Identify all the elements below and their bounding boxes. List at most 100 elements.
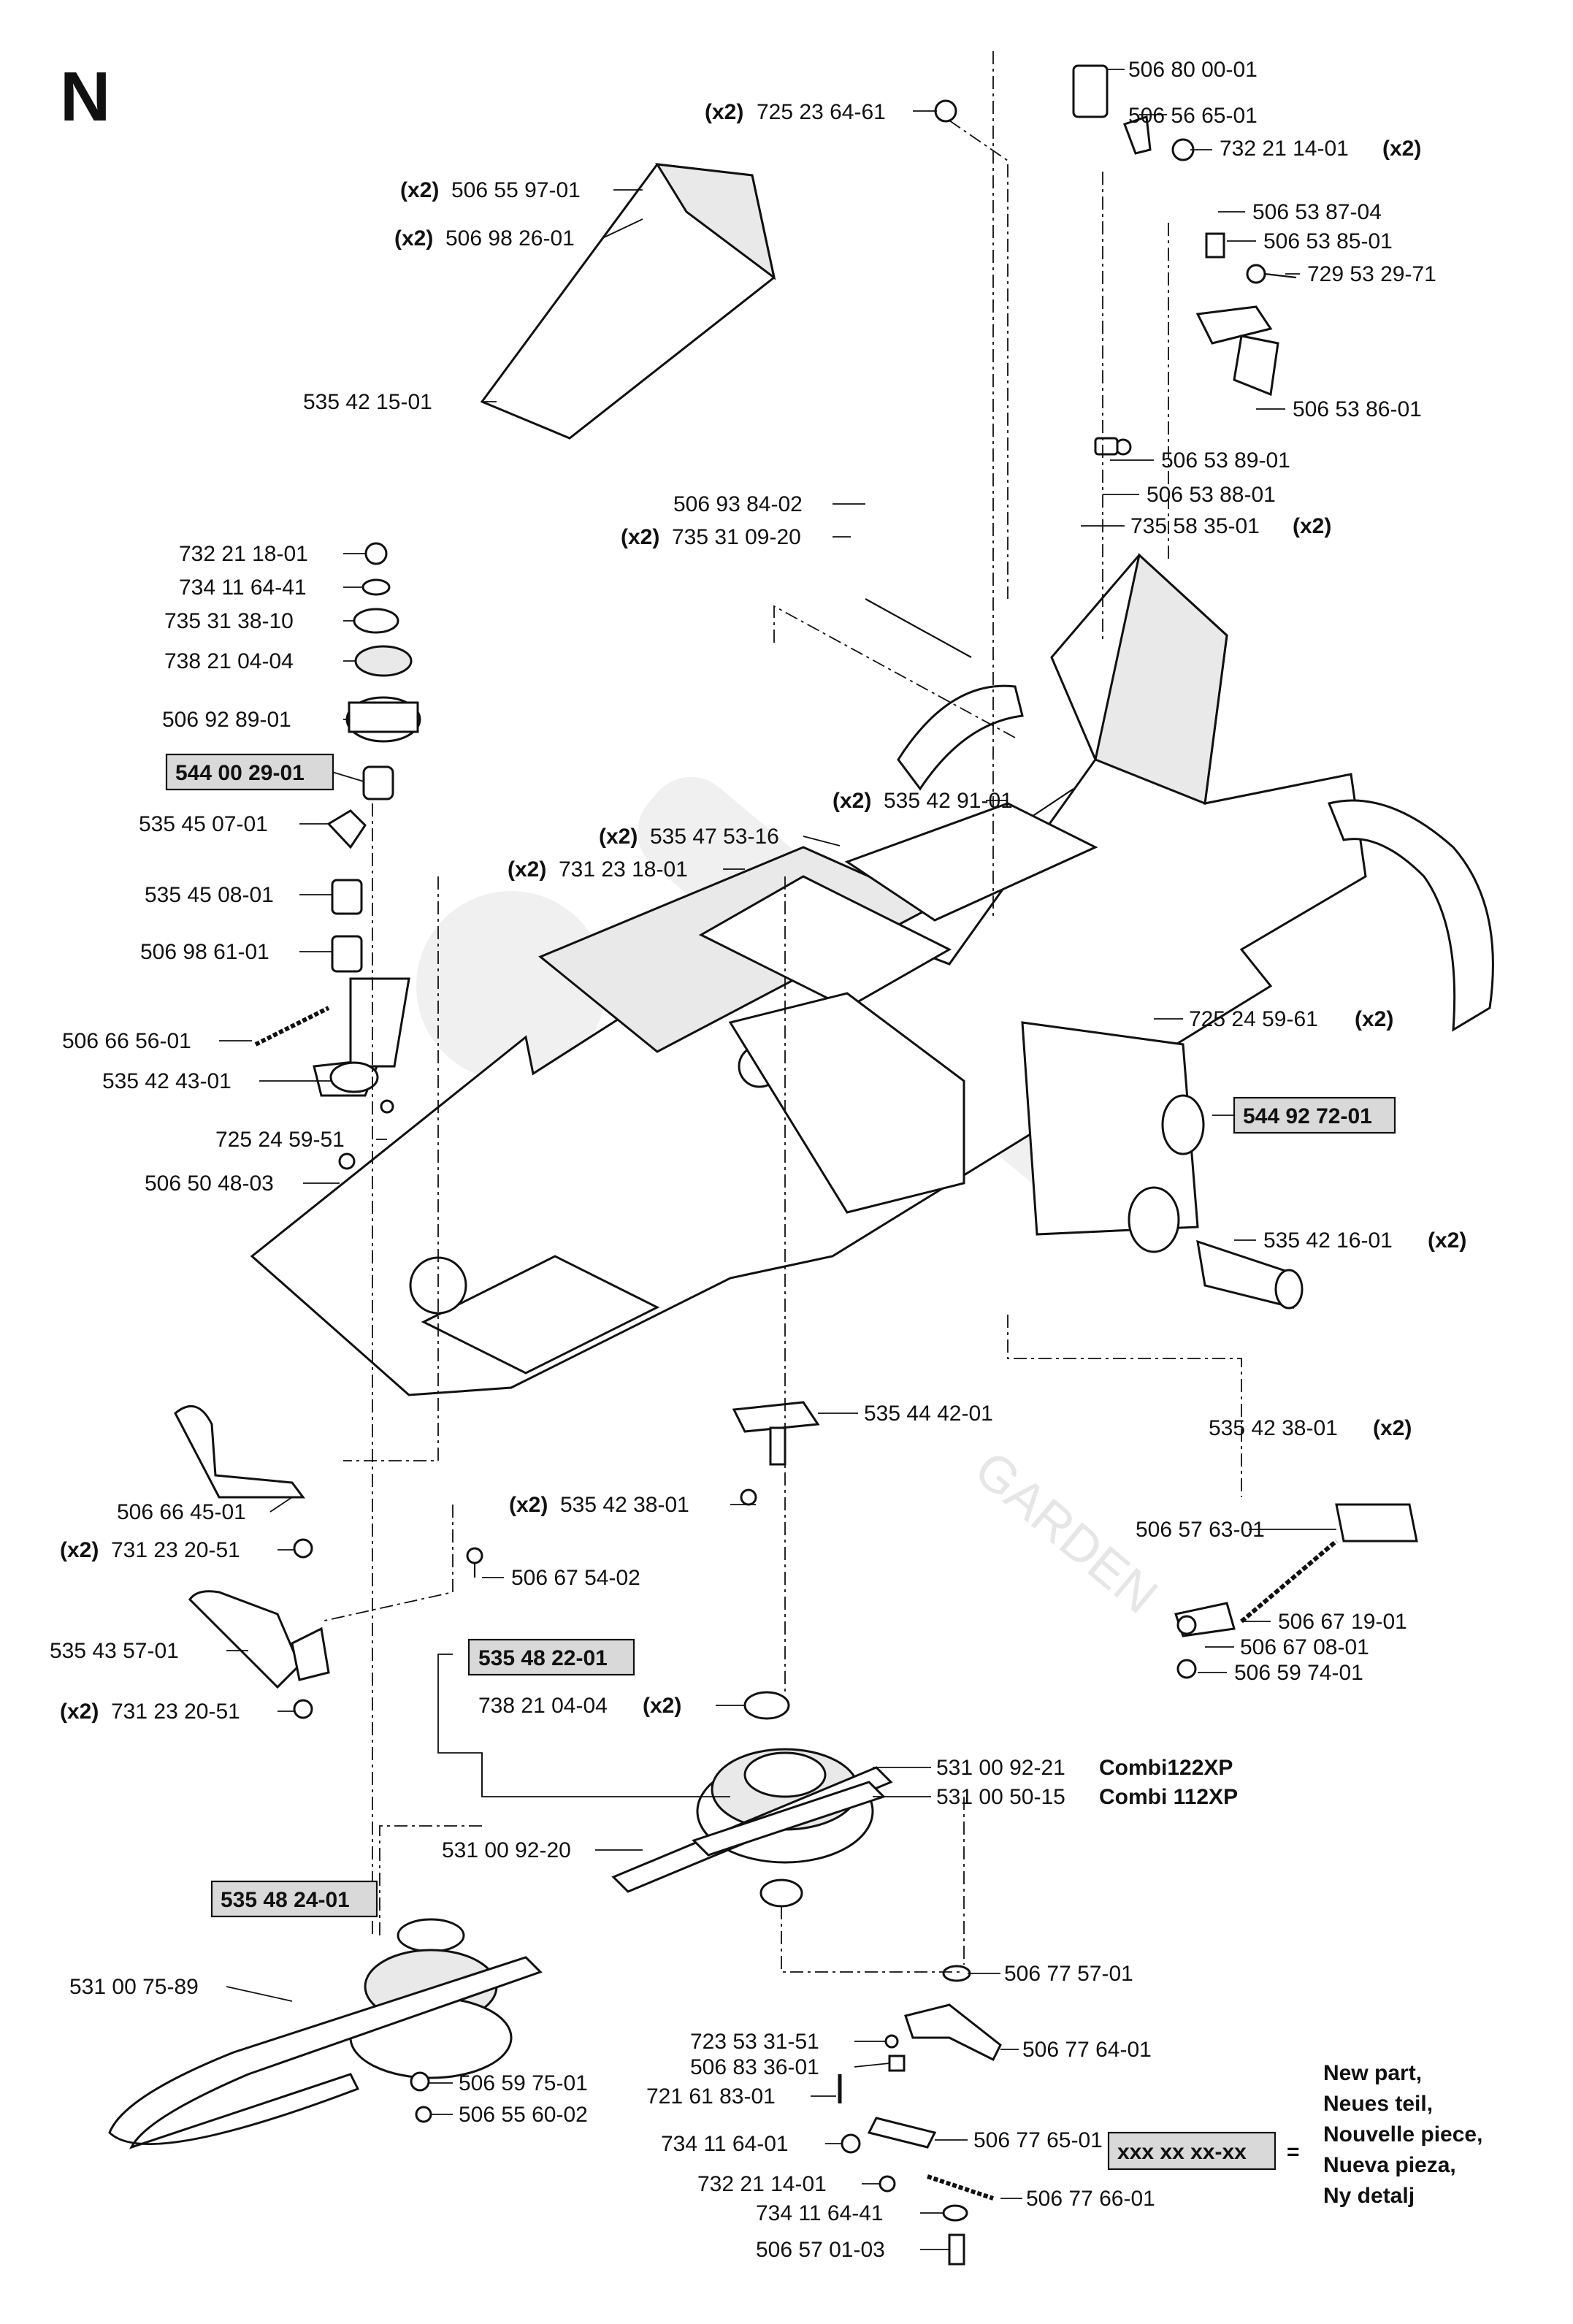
label-506-67-19-01: 506 67 19-01: [1278, 1610, 1407, 1634]
label-544-92-72-01: 544 92 72-01: [1243, 1104, 1372, 1128]
bracket-top-right: [934, 64, 1297, 456]
label-qty-535-42-38-01-a: (x2): [1373, 1416, 1412, 1440]
label-506-57-63-01: 506 57 63-01: [1136, 1518, 1265, 1542]
lower-right-linkage: [838, 1965, 1002, 2266]
label-535-42-16-01: 535 42 16-01: [1263, 1228, 1393, 1253]
label-506-50-48-03: 506 50 48-03: [145, 1171, 274, 1196]
label-506-53-87-04: 506 53 87-04: [1252, 200, 1382, 224]
label-535-48-22-01: 535 48 22-01: [478, 1646, 608, 1670]
label-732-21-14-01-a: 732 21 14-01: [1220, 137, 1349, 161]
label-qty-735-31-09-20: (x2): [621, 525, 659, 549]
right-spring-assembly: [1174, 1503, 1418, 1679]
label-506-77-64-01: 506 77 64-01: [1022, 2038, 1152, 2062]
section-letter: N: [60, 58, 110, 136]
drawing: [108, 64, 1494, 2266]
label-535-47-53-16: 535 47 53-16: [650, 825, 779, 849]
label-732-21-18-01: 732 21 18-01: [179, 542, 308, 566]
label-732-21-14-01-b: 732 21 14-01: [697, 2172, 827, 2196]
legend-line-1: New part,: [1323, 2061, 1422, 2085]
label-731-23-18-01: 731 23 18-01: [559, 857, 688, 882]
label-535-45-08-01: 535 45 08-01: [145, 883, 274, 907]
label-506-56-65-01: 506 56 65-01: [1128, 104, 1258, 128]
label-qty-731-23-18-01: (x2): [508, 857, 546, 882]
pivot-assembly: [728, 992, 1304, 1310]
label-506-55-60-02: 506 55 60-02: [459, 2103, 588, 2127]
label-506-53-86-01: 506 53 86-01: [1293, 397, 1422, 421]
label-729-53-29-71: 729 53 29-71: [1307, 262, 1436, 286]
label-506-55-97-01: 506 55 97-01: [451, 178, 581, 202]
legend-line-2: Neues teil,: [1323, 2092, 1433, 2116]
label-qty-506-55-97-01: (x2): [400, 178, 439, 202]
legend-line-3: Nouvelle piece,: [1323, 2122, 1482, 2147]
legend: xxx xx xx-xx = New part, Neues teil, Nou…: [1117, 2061, 1482, 2208]
label-531-00-75-89: 531 00 75-89: [69, 1975, 199, 1999]
label-506-77-57-01: 506 77 57-01: [1004, 1962, 1133, 1986]
legend-equals: =: [1287, 2140, 1300, 2164]
label-734-11-64-41-a: 734 11 64-41: [179, 576, 307, 600]
label-721-61-83-01: 721 61 83-01: [646, 2084, 776, 2109]
main-frame: [250, 553, 1494, 1396]
label-535-42-43-01: 535 42 43-01: [102, 1069, 231, 1093]
label-735-58-35-01: 735 58 35-01: [1130, 514, 1260, 538]
label-531-00-92-20: 531 00 92-20: [442, 1838, 571, 1862]
label-735-31-09-20: 735 31 09-20: [672, 525, 801, 549]
label-506-57-01-03: 506 57 01-03: [756, 2238, 885, 2262]
label-506-80-00-01: 506 80 00-01: [1128, 58, 1258, 82]
label-723-53-31-51: 723 53 31-51: [690, 2030, 819, 2054]
label-506-59-74-01: 506 59 74-01: [1234, 1661, 1363, 1685]
label-model-combi-112xp: Combi 112XP: [1099, 1785, 1238, 1809]
label-qty-535-42-91-01: (x2): [833, 789, 871, 813]
label-qty-535-47-53-16: (x2): [599, 825, 638, 849]
label-738-21-04-04-b: 738 21 04-04: [478, 1694, 608, 1718]
spindle-stack: [254, 542, 421, 1170]
label-model-combi122xp: Combi122XP: [1099, 1756, 1233, 1780]
label-qty-725-23-64-61: (x2): [705, 100, 743, 124]
legend-line-4: Nueva pieza,: [1323, 2153, 1456, 2177]
label-qty-732-21-14-01-a: (x2): [1382, 137, 1421, 161]
label-535-44-42-01: 535 44 42-01: [864, 1402, 993, 1426]
label-qty-506-98-26-01: (x2): [394, 226, 433, 251]
label-725-23-64-61: 725 23 64-61: [757, 100, 886, 124]
label-731-23-20-51-b: 731 23 20-51: [111, 1700, 240, 1724]
label-506-92-89-01: 506 92 89-01: [162, 708, 291, 732]
lower-left-parts: [174, 1401, 820, 1719]
center-pulley: [611, 1691, 893, 1908]
legend-line-5: Ny detalj: [1323, 2184, 1415, 2208]
label-535-42-91-01: 535 42 91-01: [884, 789, 1013, 813]
label-506-98-61-01: 506 98 61-01: [140, 940, 269, 964]
label-531-00-50-15: 531 00 50-15: [936, 1785, 1065, 1809]
label-735-31-38-10: 735 31 38-10: [164, 609, 294, 633]
label-506-67-08-01: 506 67 08-01: [1240, 1635, 1369, 1659]
plate-535-42-15: [480, 163, 776, 440]
label-725-24-59-61: 725 24 59-61: [1189, 1007, 1318, 1031]
legend-box-text: xxx xx xx-xx: [1117, 2140, 1247, 2164]
label-535-45-07-01: 535 45 07-01: [139, 812, 268, 836]
label-506-67-54-02: 506 67 54-02: [511, 1566, 640, 1590]
label-506-66-56-01: 506 66 56-01: [62, 1029, 191, 1053]
label-506-53-88-01: 506 53 88-01: [1147, 483, 1276, 507]
label-qty-725-24-59-61: (x2): [1355, 1007, 1393, 1031]
label-531-00-92-21: 531 00 92-21: [936, 1756, 1065, 1780]
label-506-93-84-02: 506 93 84-02: [673, 492, 803, 516]
leader-lines: [219, 51, 1336, 2250]
highlight-boxes: [165, 753, 1396, 2171]
label-qty-731-23-20-51-b: (x2): [60, 1700, 99, 1724]
label-506-77-66-01: 506 77 66-01: [1026, 2187, 1155, 2211]
label-506-53-89-01: 506 53 89-01: [1161, 448, 1290, 473]
label-qty-735-58-35-01: (x2): [1293, 514, 1331, 538]
label-506-59-75-01: 506 59 75-01: [459, 2071, 588, 2095]
label-725-24-59-51: 725 24 59-51: [215, 1128, 345, 1152]
label-qty-535-42-16-01: (x2): [1428, 1228, 1466, 1253]
label-535-43-57-01: 535 43 57-01: [50, 1639, 179, 1663]
label-738-21-04-04-a: 738 21 04-04: [164, 649, 294, 673]
label-506-77-65-01: 506 77 65-01: [973, 2128, 1103, 2152]
label-506-53-85-01: 506 53 85-01: [1263, 229, 1393, 253]
label-535-48-24-01: 535 48 24-01: [221, 1888, 350, 1912]
label-535-42-15-01: 535 42 15-01: [303, 390, 432, 414]
label-535-42-38-01-b: 535 42 38-01: [560, 1493, 689, 1517]
label-506-98-26-01: 506 98 26-01: [445, 226, 575, 251]
left-pulley: [108, 1918, 543, 2149]
label-qty-535-42-38-01-b: (x2): [509, 1493, 548, 1517]
label-506-66-45-01: 506 66 45-01: [117, 1500, 246, 1524]
